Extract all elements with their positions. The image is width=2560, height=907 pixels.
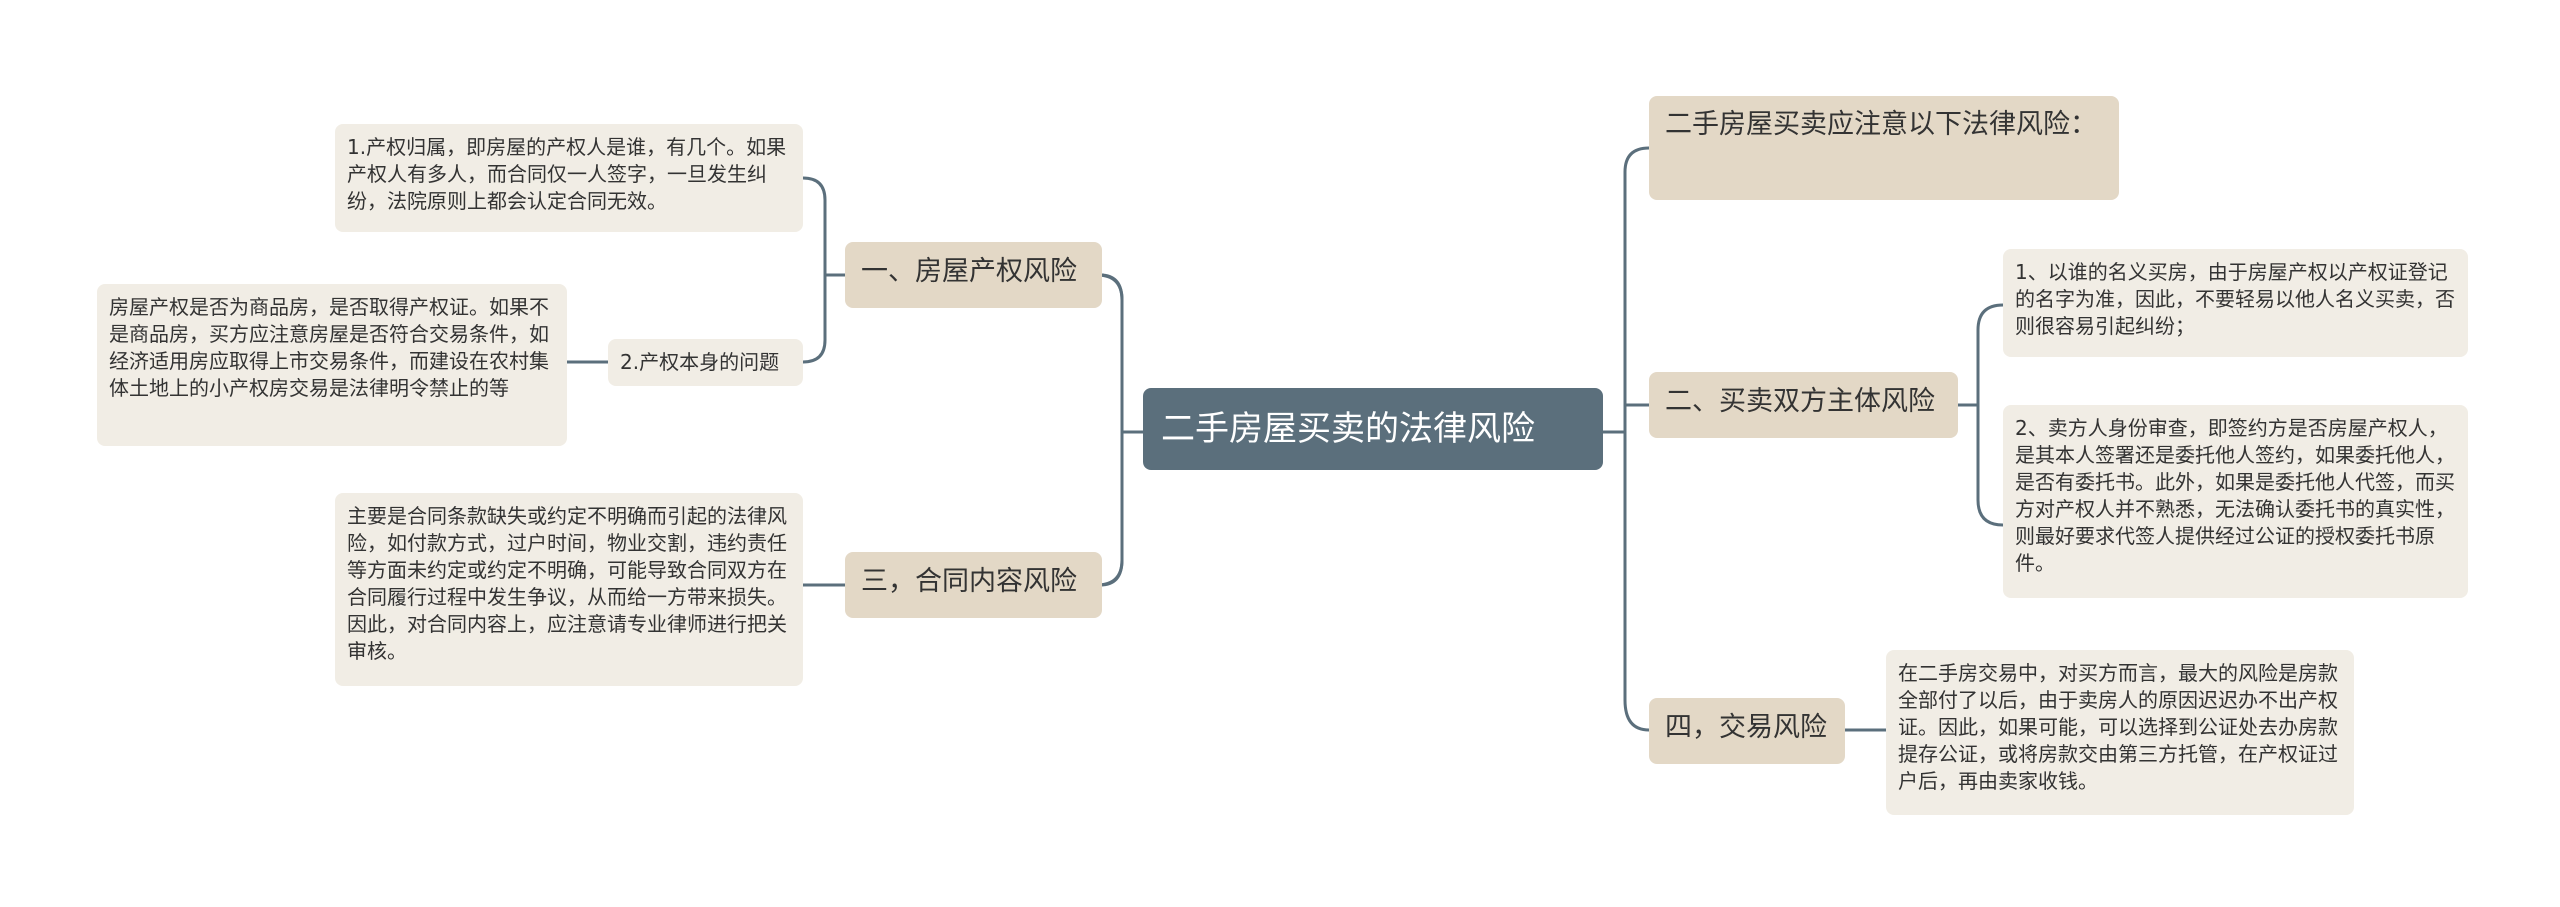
- property-issue-topic[interactable]: 2.产权本身的问题: [608, 339, 803, 386]
- property-risk-note-1-text: 1.产权归属，即房屋的产权人是谁，有几个。如果产权人有多人，而合同仅一人签字，一…: [347, 135, 787, 213]
- connector-property-spine: [801, 176, 827, 364]
- connector-subject-spine: [1976, 303, 2005, 527]
- property-issue-note[interactable]: 房屋产权是否为商品房，是否取得产权证。如果不是商品房，买方应注意房屋是否符合交易…: [97, 284, 567, 446]
- connector-right-spine: [1623, 146, 1651, 732]
- contract-risk-topic[interactable]: 三，合同内容风险: [845, 552, 1102, 618]
- trade-risk-note-text: 在二手房交易中，对买方而言，最大的风险是房款全部付了以后，由于卖房人的原因迟迟办…: [1898, 661, 2338, 793]
- property-risk-topic[interactable]: 一、房屋产权风险: [845, 242, 1102, 308]
- property-risk-label: 一、房屋产权风险: [861, 256, 1077, 287]
- intro-topic[interactable]: 二手房屋买卖应注意以下法律风险：: [1649, 96, 2119, 200]
- subject-risk-note-1-text: 1、以谁的名义买房，由于房屋产权以产权证登记的名字为准，因此，不要轻易以他人名义…: [2015, 260, 2455, 338]
- subject-risk-note-2[interactable]: 2、卖方人身份审查，即签约方是否房屋产权人，是其本人签署还是委托他人签约，如果委…: [2003, 405, 2468, 598]
- contract-risk-label: 三，合同内容风险: [861, 566, 1077, 597]
- property-issue-note-text: 房屋产权是否为商品房，是否取得产权证。如果不是商品房，买方应注意房屋是否符合交易…: [109, 295, 549, 400]
- trade-risk-topic[interactable]: 四，交易风险: [1649, 698, 1845, 764]
- connector-to-contract-branch: [1098, 558, 1124, 587]
- contract-risk-note[interactable]: 主要是合同条款缺失或约定不明确而引起的法律风险，如付款方式，过户时间，物业交割，…: [335, 493, 803, 686]
- subject-risk-note-2-text: 2、卖方人身份审查，即签约方是否房屋产权人，是其本人签署还是委托他人签约，如果委…: [2015, 416, 2455, 575]
- property-risk-note-1[interactable]: 1.产权归属，即房屋的产权人是谁，有几个。如果产权人有多人，而合同仅一人签字，一…: [335, 124, 803, 232]
- contract-risk-note-text: 主要是合同条款缺失或约定不明确而引起的法律风险，如付款方式，过户时间，物业交割，…: [347, 504, 787, 663]
- intro-topic-label: 二手房屋买卖应注意以下法律风险：: [1665, 109, 2097, 140]
- property-issue-label: 2.产权本身的问题: [620, 350, 780, 374]
- trade-risk-label: 四，交易风险: [1665, 712, 1827, 743]
- trade-risk-note[interactable]: 在二手房交易中，对买方而言，最大的风险是房款全部付了以后，由于卖房人的原因迟迟办…: [1886, 650, 2354, 815]
- subject-risk-label: 二、买卖双方主体风险: [1665, 386, 1935, 417]
- root-topic[interactable]: 二手房屋买卖的法律风险: [1143, 388, 1603, 470]
- root-topic-label: 二手房屋买卖的法律风险: [1161, 409, 1535, 449]
- subject-risk-note-1[interactable]: 1、以谁的名义买房，由于房屋产权以产权证登记的名字为准，因此，不要轻易以他人名义…: [2003, 249, 2468, 357]
- connector-to-property-branch: [1098, 273, 1124, 302]
- subject-risk-topic[interactable]: 二、买卖双方主体风险: [1649, 372, 1958, 438]
- connector-left-spine: [1095, 273, 1124, 587]
